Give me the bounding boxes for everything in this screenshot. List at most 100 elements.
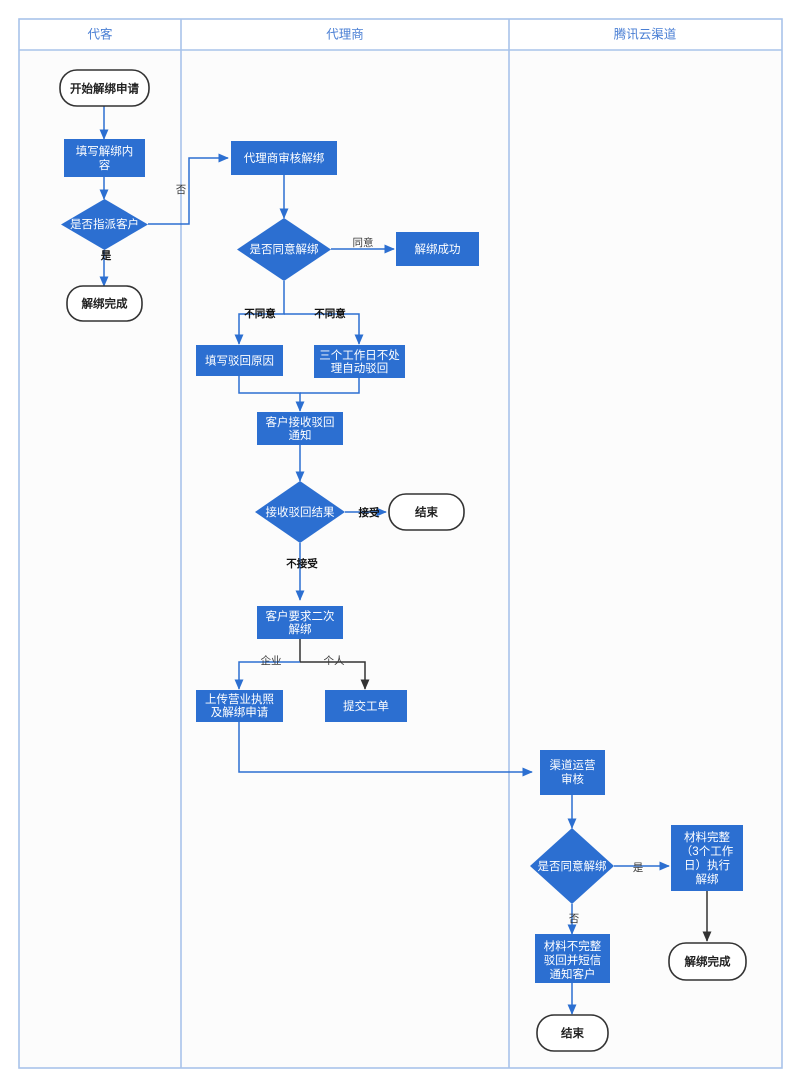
end-channel-shape[interactable]: [536, 1014, 609, 1052]
second-request-shape[interactable]: [257, 606, 343, 639]
material-ok-label-l3: 日）执行: [684, 858, 730, 872]
edge-label-agree: 同意: [353, 236, 374, 249]
node-fill-content[interactable]: 填写解绑内 容: [64, 139, 145, 177]
second-request-label-l2: 解绑: [289, 622, 312, 636]
end-channel-label: 结束: [560, 1026, 584, 1040]
edge-label-individual: 个人: [324, 655, 345, 667]
edge-agree-no-right: [284, 313, 364, 345]
agree-unbind-label: 是否同意解绑: [250, 242, 319, 256]
node-assign-customer[interactable]: 是否指派客户: [61, 199, 148, 250]
unbind-done-right-shape[interactable]: [668, 942, 747, 981]
node-agree-unbind[interactable]: 是否同意解绑: [237, 218, 331, 281]
upload-license-shape[interactable]: [196, 690, 283, 722]
agree-unbind-2-shape[interactable]: [530, 828, 614, 904]
fill-reject-reason-shape[interactable]: [196, 345, 283, 376]
node-accept-result[interactable]: 接收驳回结果: [255, 481, 345, 543]
node-unbind-done-left[interactable]: 解绑完成: [66, 285, 143, 322]
edge-agree-no-left: [234, 281, 285, 345]
lane-title-dailishang: 代理商: [326, 26, 364, 41]
submit-ticket-label: 提交工单: [343, 699, 389, 713]
lane-header-band: [19, 19, 782, 50]
unbind-success-shape[interactable]: [396, 232, 479, 266]
edge-label-layer: 否 是 同意 不同意 不同意 接受 不接受 企业 个人 是 否: [100, 184, 644, 925]
fill-content-shape[interactable]: [64, 139, 145, 177]
edge-assign-no: [148, 153, 229, 225]
node-start-apply[interactable]: 开始解绑申请: [59, 69, 150, 107]
channel-review-label-l2: 审核: [561, 772, 584, 786]
node-unbind-done-right[interactable]: 解绑完成: [668, 942, 747, 981]
node-fill-reject-reason[interactable]: 填写驳回原因: [196, 345, 283, 376]
edge-upload-to-channel: [238, 722, 533, 777]
edge-layer: [99, 106, 712, 1015]
material-bad-label-l1: 材料不完整: [544, 939, 602, 953]
start-apply-label: 开始解绑申请: [70, 82, 139, 96]
material-bad-label-l3: 通知客户: [550, 967, 596, 981]
node-second-request[interactable]: 客户要求二次 解绑: [257, 606, 343, 639]
upload-license-label-l1: 上传营业执照: [205, 692, 274, 706]
edge-label-no-channel: 否: [569, 913, 580, 925]
agree-unbind-shape[interactable]: [237, 218, 331, 281]
fill-reject-reason-label: 填写驳回原因: [205, 354, 274, 368]
edge-label-no-assign: 否: [176, 184, 187, 196]
material-ok-label-l1: 材料完整: [684, 830, 730, 844]
material-bad-shape[interactable]: [535, 934, 610, 983]
node-material-bad[interactable]: 材料不完整 驳回并短信 通知客户: [535, 934, 610, 983]
edge-auto-to-notice: [300, 378, 360, 394]
node-material-ok[interactable]: 材料完整 （3个工作 日）执行 解绑: [671, 825, 743, 891]
channel-review-shape[interactable]: [540, 750, 605, 795]
edge-label-yes-channel: 是: [633, 862, 644, 874]
agree-unbind-2-label: 是否同意解绑: [538, 859, 607, 873]
edge-label-yes-assign: 是: [100, 250, 112, 262]
submit-ticket-shape[interactable]: [325, 690, 407, 722]
node-auto-reject[interactable]: 三个工作日不处 理自动驳回: [314, 345, 405, 378]
assign-customer-label: 是否指派客户: [70, 217, 139, 231]
agent-review-shape[interactable]: [231, 141, 337, 175]
material-bad-label-l2: 驳回并短信: [544, 953, 602, 967]
node-unbind-success[interactable]: 解绑成功: [396, 232, 479, 266]
material-ok-label-l4: 解绑: [696, 872, 719, 886]
channel-review-label-l1: 渠道运营: [550, 758, 596, 772]
customer-notice-label-l2: 通知: [289, 428, 312, 442]
accept-result-label: 接收驳回结果: [266, 505, 335, 519]
node-agent-review[interactable]: 代理商审核解绑: [231, 141, 337, 175]
unbind-done-right-label: 解绑完成: [685, 955, 731, 969]
lane-title-tencent: 腾讯云渠道: [614, 26, 677, 41]
lane-body-band: [19, 50, 782, 1068]
edge-label-enterprise: 企业: [261, 654, 282, 667]
end-agent-label: 结束: [414, 505, 438, 519]
node-end-agent[interactable]: 结束: [388, 493, 465, 531]
edge-second-individual: [300, 661, 370, 690]
second-request-label-l1: 客户要求二次: [266, 609, 335, 623]
fill-content-label-l1: 填写解绑内: [76, 144, 134, 158]
node-submit-ticket[interactable]: 提交工单: [325, 690, 407, 722]
edge-label-disagree-right: 不同意: [314, 307, 346, 320]
node-end-channel[interactable]: 结束: [536, 1014, 609, 1052]
node-customer-notice[interactable]: 客户接收驳回 通知: [257, 412, 343, 445]
unbind-done-left-label: 解绑完成: [82, 297, 128, 311]
customer-notice-shape[interactable]: [257, 412, 343, 445]
unbind-success-label: 解绑成功: [415, 242, 461, 256]
auto-reject-label-l2: 理自动驳回: [331, 362, 389, 375]
fill-content-label-l2: 容: [99, 158, 111, 172]
lane-title-daike: 代客: [87, 26, 113, 41]
node-agree-unbind-2[interactable]: 是否同意解绑: [530, 828, 614, 904]
material-ok-shape[interactable]: [671, 825, 743, 891]
edge-label-not-accept: 不接受: [286, 557, 318, 570]
swimlane-pool: 代客 代理商 腾讯云渠道: [18, 18, 783, 1069]
auto-reject-shape[interactable]: [314, 345, 405, 378]
end-agent-shape[interactable]: [388, 493, 465, 531]
node-upload-license[interactable]: 上传营业执照 及解绑申请: [196, 690, 283, 722]
node-channel-review[interactable]: 渠道运营 审核: [540, 750, 605, 795]
unbind-done-left-shape[interactable]: [66, 285, 143, 322]
start-apply-shape[interactable]: [59, 69, 150, 107]
edge-reject-to-notice: [238, 376, 305, 412]
accept-result-shape[interactable]: [255, 481, 345, 543]
edge-second-enterprise: [234, 661, 300, 690]
upload-license-label-l2: 及解绑申请: [211, 705, 269, 719]
auto-reject-label-l1: 三个工作日不处: [319, 349, 400, 362]
agent-review-label: 代理商审核解绑: [244, 151, 325, 165]
assign-customer-shape[interactable]: [61, 199, 148, 250]
edge-label-accept: 接受: [359, 506, 380, 519]
